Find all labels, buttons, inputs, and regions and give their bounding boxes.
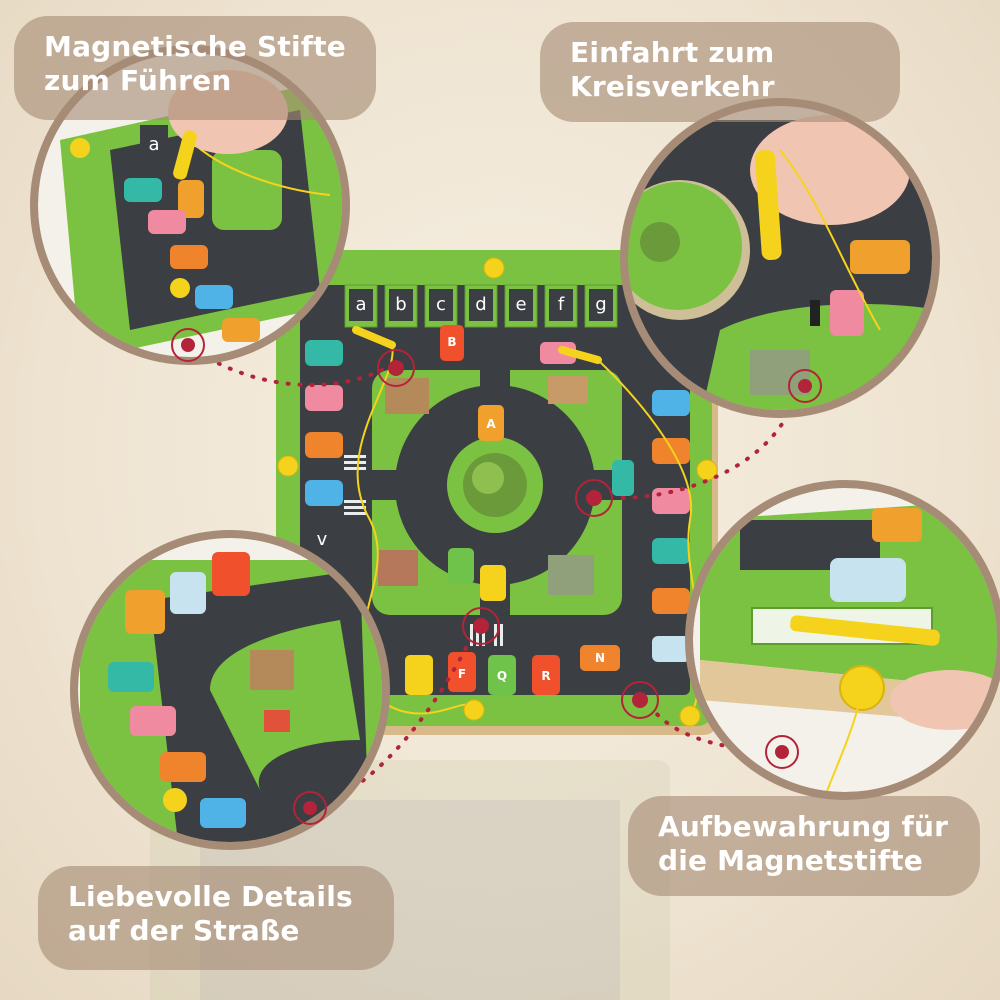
label-line: zum Führen: [44, 64, 232, 97]
label-line: die Magnetstifte: [658, 844, 923, 877]
slot-letter: e: [515, 294, 526, 315]
label-street-details: Liebevolle Details auf der Straße: [38, 866, 394, 970]
label-magnetic-pens: Magnetische Stifte zum Führen: [14, 16, 376, 120]
zoom-detail-roundabout: [620, 98, 940, 418]
slot-letter: g: [595, 294, 606, 315]
label-line: Einfahrt zum: [570, 36, 775, 69]
car-letter: B: [447, 335, 456, 349]
detail-markers: [377, 349, 659, 719]
car-letter: R: [541, 669, 550, 683]
cars-right: [652, 390, 690, 662]
zoom-detail-street: [70, 530, 390, 850]
zoom-detail-storage: [685, 480, 1000, 800]
car-letter: F: [458, 667, 466, 681]
slot-letter: c: [436, 294, 446, 315]
slot-letter: b: [395, 294, 406, 315]
cars-row: [405, 325, 634, 695]
car-letter: Q: [497, 669, 507, 683]
label-pen-storage: Aufbewahrung für die Magnetstifte: [628, 796, 980, 896]
slot-letter: v: [317, 529, 328, 550]
car-letter: A: [486, 417, 496, 431]
slot-letter: a: [148, 134, 159, 155]
slot-letter: f: [558, 294, 565, 315]
label-line: Liebevolle Details: [68, 880, 353, 913]
maze-board: a b c d e f g v: [276, 250, 718, 735]
label-line: auf der Straße: [68, 914, 300, 947]
label-line: Kreisverkehr: [570, 70, 775, 103]
label-line: Aufbewahrung für: [658, 810, 949, 843]
slot-letter: a: [355, 294, 366, 315]
building-icon: [378, 376, 594, 595]
label-roundabout-entrance: Einfahrt zum Kreisverkehr: [540, 22, 900, 122]
slot-letter: d: [475, 294, 486, 315]
clip-icon: [277, 257, 718, 727]
car-letter: N: [595, 651, 605, 665]
label-line: Magnetische Stifte: [44, 30, 346, 63]
magnetic-pen-icon: [352, 326, 602, 364]
